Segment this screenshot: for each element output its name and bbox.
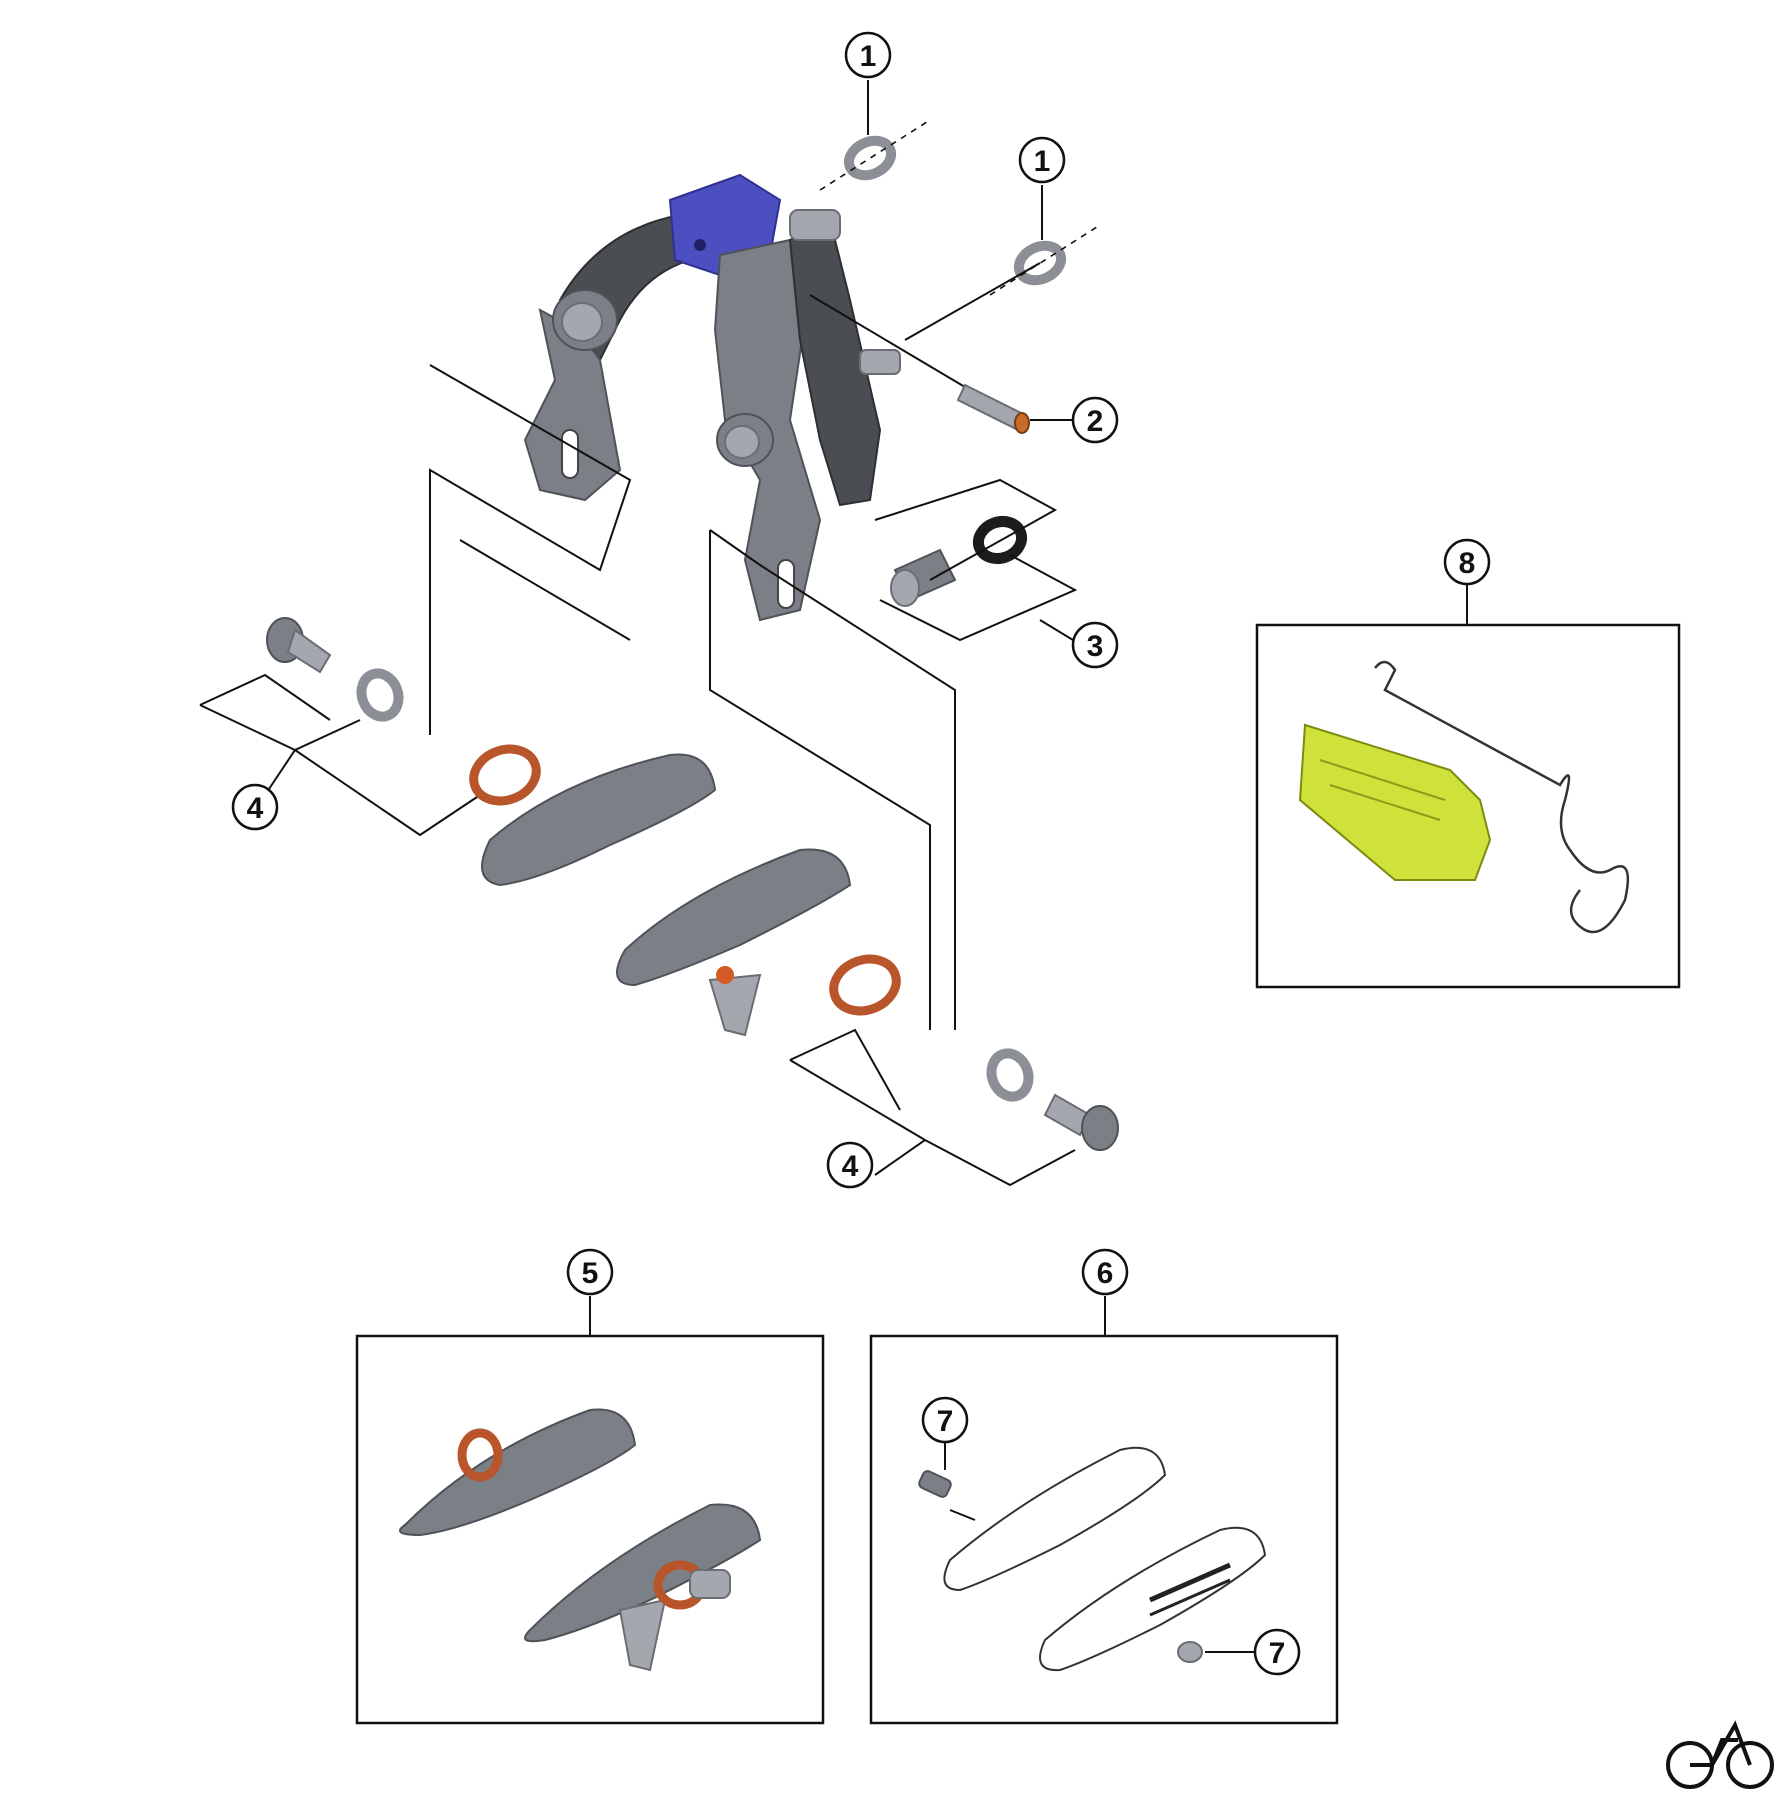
callout-3: 3 — [1039, 619, 1119, 669]
callout-7a: 7 — [921, 1396, 969, 1444]
callout-1b: 1 — [1018, 136, 1066, 240]
svg-text:7: 7 — [937, 1405, 954, 1438]
brake-shoe-left — [469, 744, 717, 887]
callout-8: 8 — [1443, 538, 1491, 586]
bicycle-logo-icon — [1666, 1720, 1774, 1789]
svg-text:7: 7 — [1269, 1637, 1286, 1670]
caliper-arch — [523, 173, 901, 622]
brake-shoe-set-5 — [399, 1408, 762, 1672]
pad-bolt-right — [789, 1028, 1119, 1187]
svg-text:4: 4 — [247, 792, 264, 825]
brake-shoe-right — [616, 848, 901, 1037]
svg-text:1: 1 — [860, 40, 877, 73]
svg-text:2: 2 — [1087, 405, 1104, 438]
svg-text:4: 4 — [842, 1150, 859, 1183]
callout-2: 2 — [1030, 396, 1119, 444]
svg-text:6: 6 — [1097, 1257, 1114, 1290]
callout-5: 5 — [566, 1248, 614, 1296]
svg-text:5: 5 — [582, 1257, 599, 1290]
callout-4a: 4 — [231, 783, 279, 831]
pad-inserts-6 — [918, 1440, 1267, 1672]
adjusting-bolt-set — [874, 478, 1078, 642]
pad-bolt-left — [199, 617, 481, 837]
pivot-pin — [809, 294, 1030, 434]
washer-top-2 — [904, 224, 1101, 341]
callout-4b: 4 — [826, 1141, 874, 1189]
svg-text:8: 8 — [1459, 547, 1476, 580]
spring-plate — [1298, 660, 1630, 934]
callout-7b: 7 — [1253, 1628, 1301, 1676]
callout-6: 6 — [1081, 1248, 1129, 1296]
svg-text:1: 1 — [1034, 145, 1051, 178]
callout-1a: 1 — [844, 31, 892, 135]
washer-top-1 — [819, 119, 931, 191]
svg-text:3: 3 — [1087, 630, 1104, 663]
